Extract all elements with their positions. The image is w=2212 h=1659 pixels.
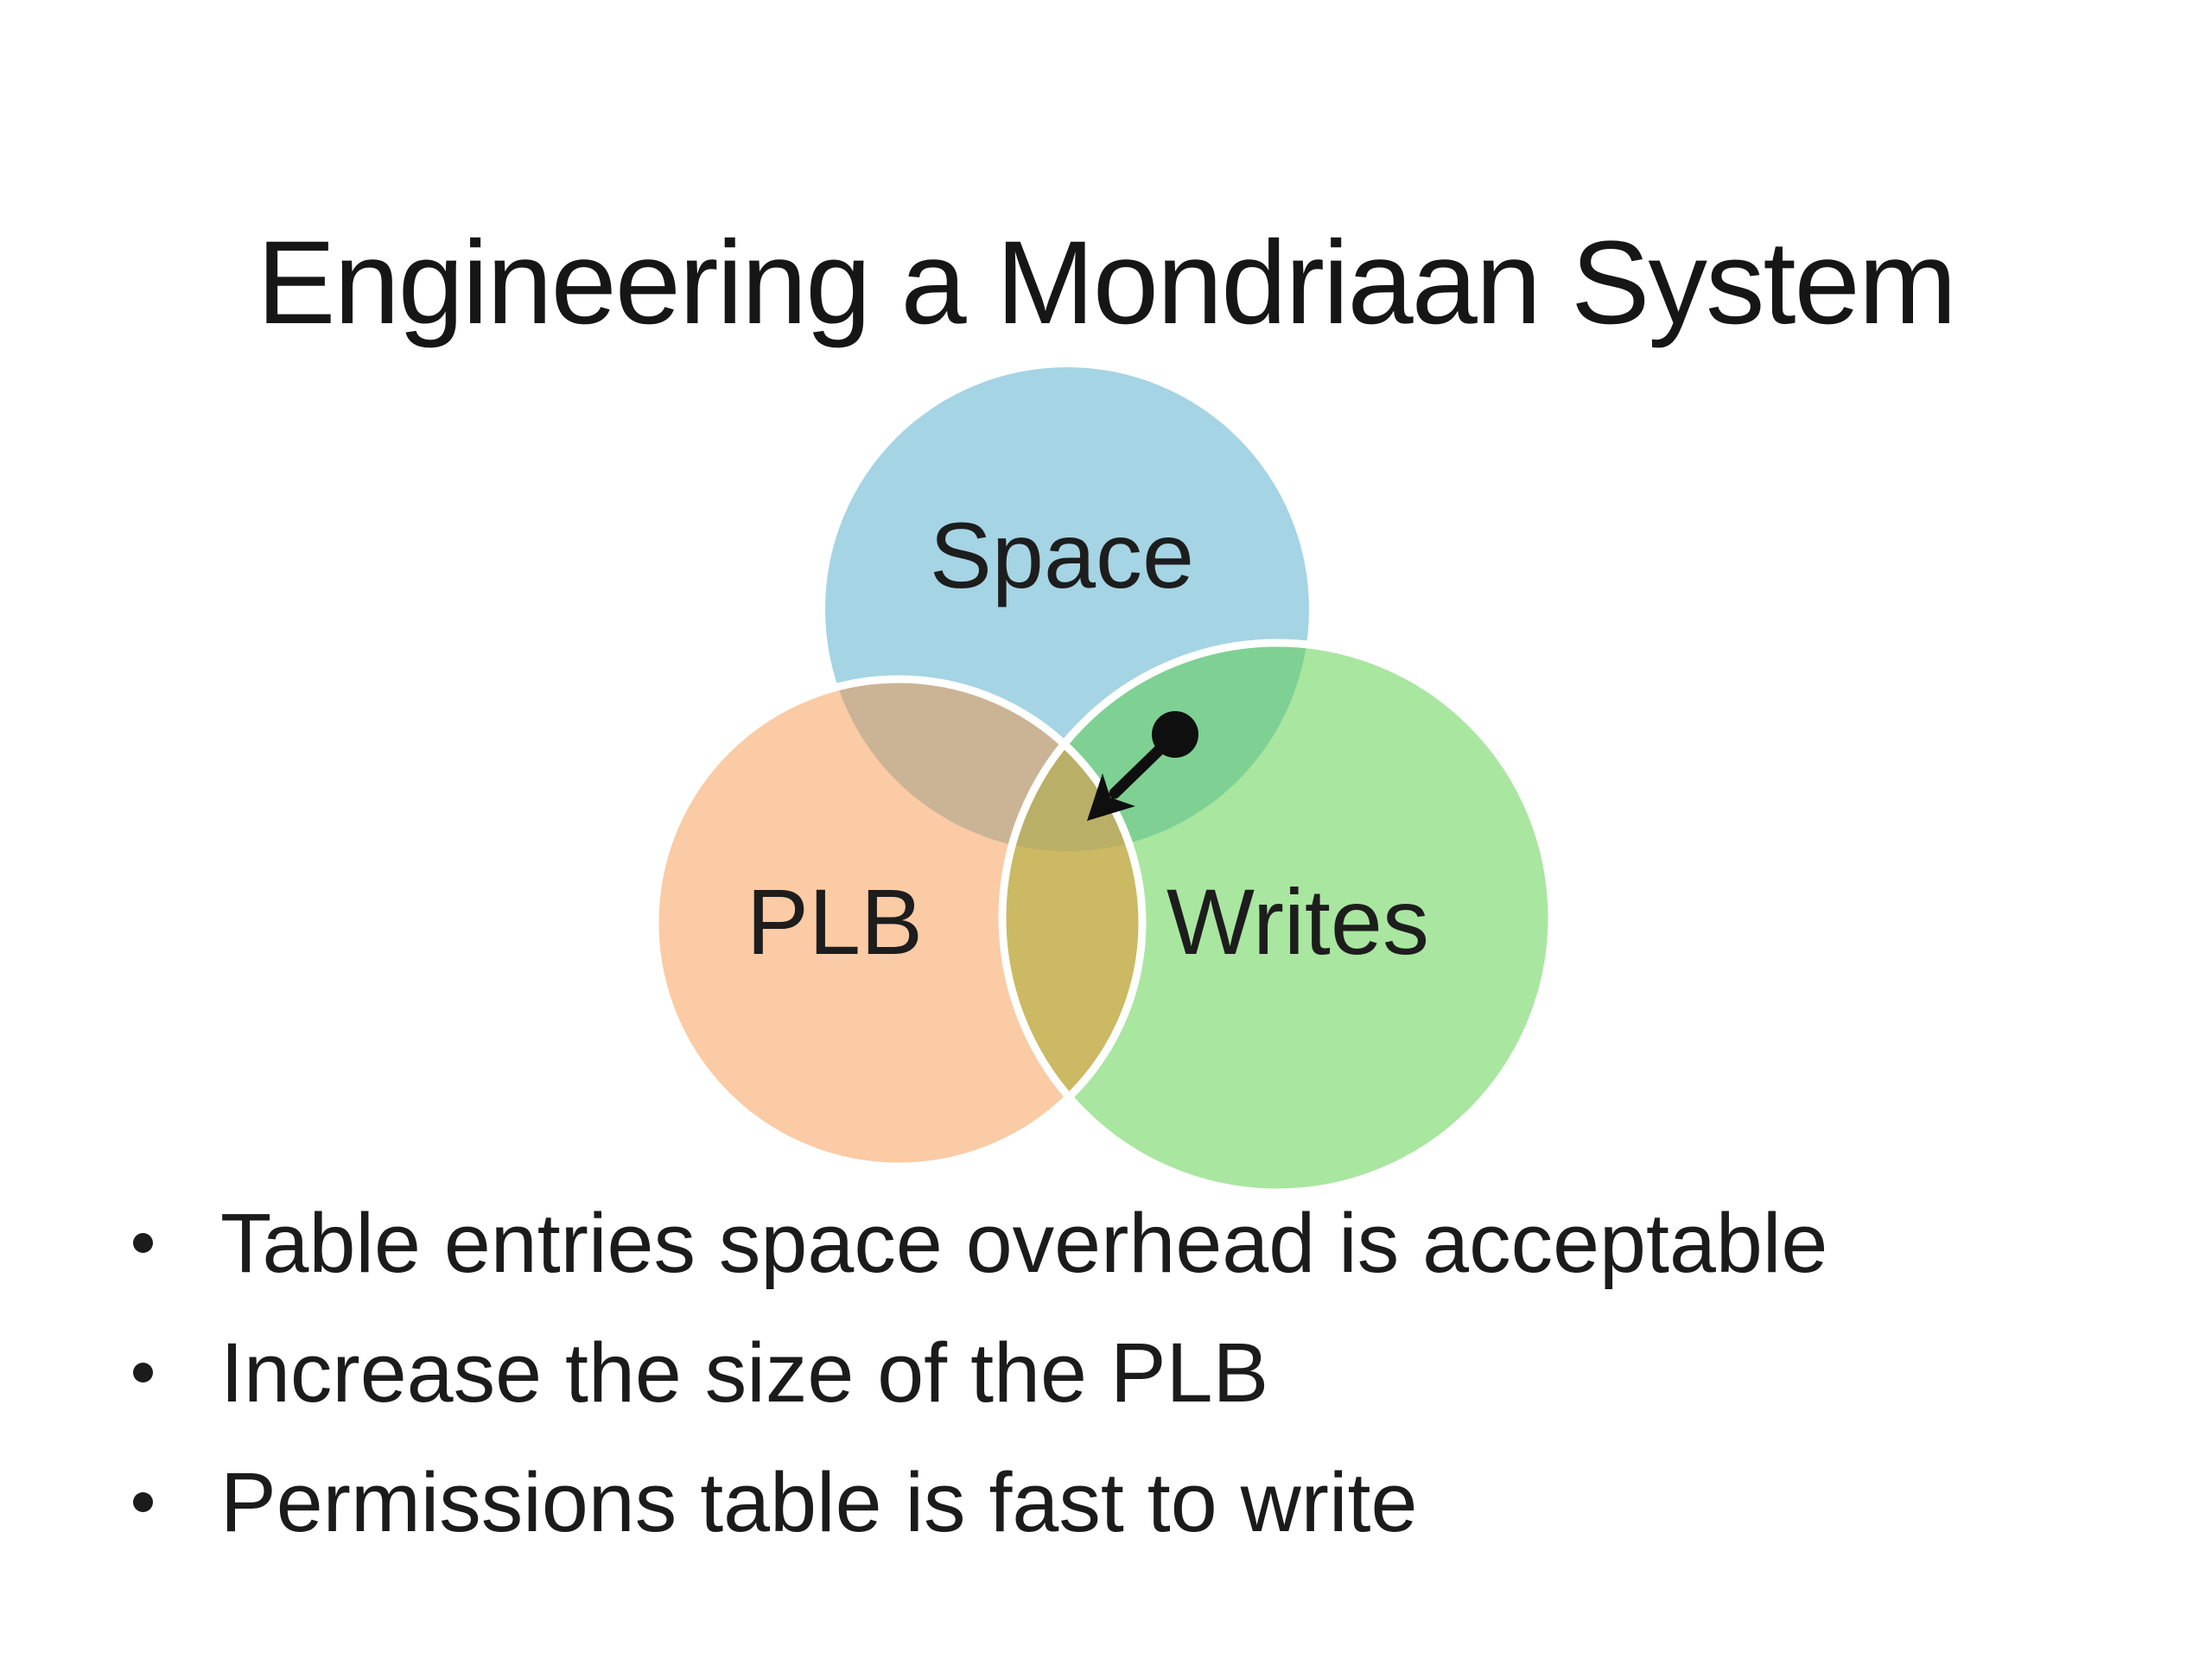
writes-circle-outline bbox=[998, 639, 1556, 1197]
bullet-text: Increase the size of the PLB bbox=[220, 1325, 1269, 1420]
list-item: Permissions table is fast to write bbox=[121, 1438, 2143, 1567]
list-item: Increase the size of the PLB bbox=[121, 1308, 2143, 1438]
plb-circle-outline bbox=[651, 675, 1147, 1171]
writes-label: Writes bbox=[1166, 869, 1429, 974]
space-label: Space bbox=[930, 503, 1194, 607]
list-item: Table entries space overhead is acceptab… bbox=[121, 1179, 2143, 1308]
bullet-icon bbox=[133, 1233, 153, 1253]
slide-title: Engineering a Mondriaan System bbox=[257, 216, 1957, 349]
bullet-list: Table entries space overhead is acceptab… bbox=[121, 1179, 2143, 1567]
pointer-arrowhead-icon bbox=[1087, 773, 1135, 821]
plb-label: PLB bbox=[747, 869, 923, 974]
bullet-text: Table entries space overhead is acceptab… bbox=[220, 1196, 1828, 1290]
bullet-icon bbox=[133, 1363, 153, 1382]
space-plb-overlap bbox=[825, 679, 1142, 851]
pointer-dot bbox=[1152, 711, 1198, 758]
bullet-icon bbox=[133, 1492, 153, 1512]
venn-diagram: Space PLB Writes bbox=[651, 367, 1556, 1197]
bullet-text: Permissions table is fast to write bbox=[220, 1455, 1418, 1549]
